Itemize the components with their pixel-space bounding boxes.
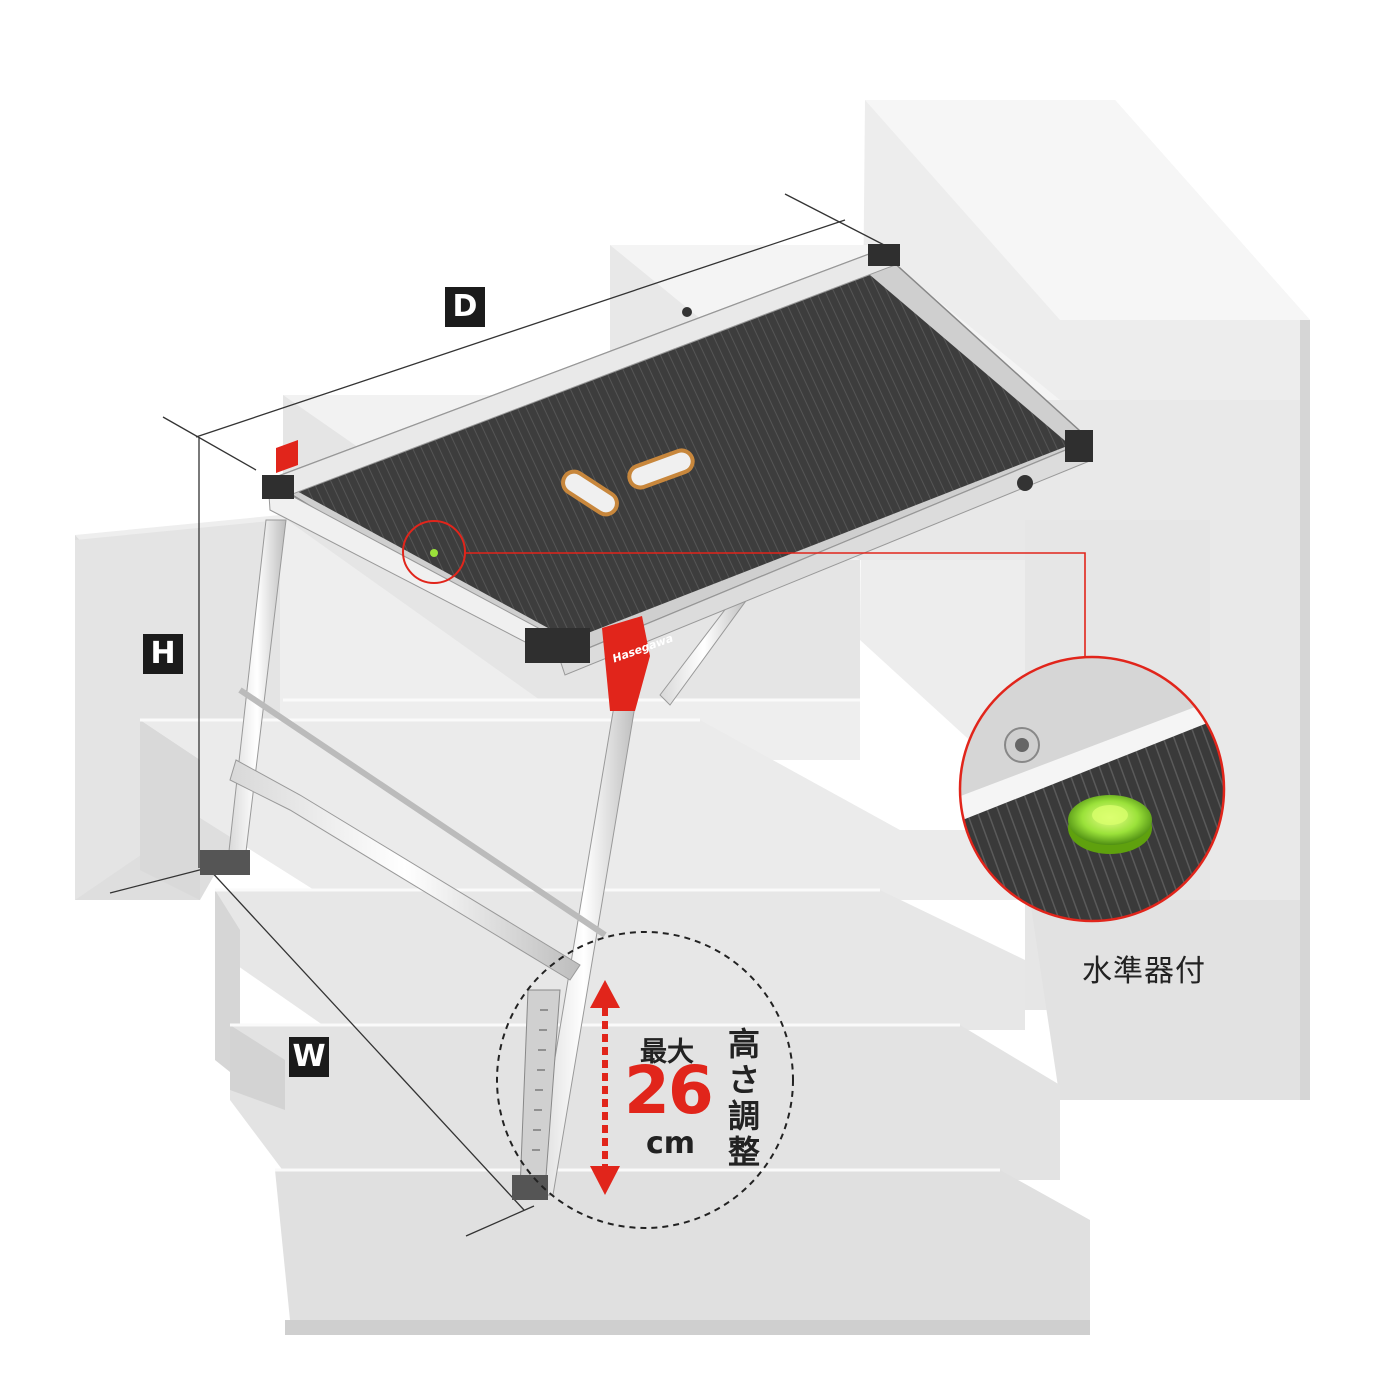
width-line: [207, 867, 525, 1211]
depth-label: D: [445, 287, 485, 327]
height-adjust-value: 26: [624, 1052, 714, 1129]
dimension-lines: [109, 193, 891, 1237]
level-bubble-small: [430, 549, 438, 557]
foot-cap: [200, 850, 250, 875]
foot-cap: [512, 1175, 548, 1200]
adjust-knob: [1017, 475, 1033, 491]
handle-slots: [561, 448, 695, 517]
height-adjust-label: 高さ調整: [727, 1025, 760, 1171]
platform-legs: [200, 519, 749, 1200]
width-label: W: [289, 1037, 329, 1077]
height-adjust-unit: cm: [646, 1126, 696, 1161]
depth-line: [195, 219, 846, 438]
platform: [262, 244, 1093, 711]
level-zoom-callout: [958, 655, 1226, 923]
brand-cap: [602, 616, 650, 711]
level-caption: 水準器付: [1082, 954, 1206, 989]
callout-leader: [465, 552, 1086, 660]
height-adjust-max-label: 最大: [640, 1037, 694, 1068]
height-label: H: [143, 634, 183, 674]
level-highlight-circle: [402, 520, 466, 584]
height-adjust-callout: [496, 931, 794, 1229]
cross-brace: [229, 759, 581, 981]
double-headed-vertical-arrow-icon: [590, 980, 620, 1195]
